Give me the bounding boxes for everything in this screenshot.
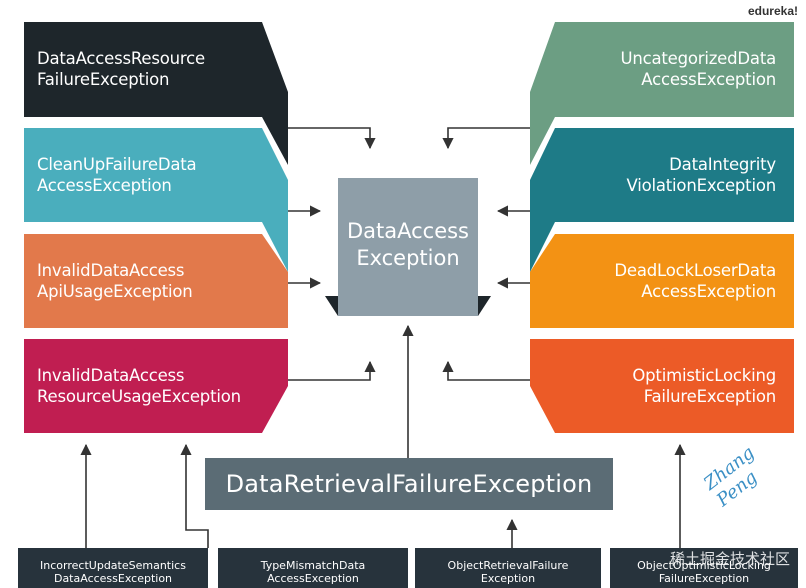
box-left-2 [24, 128, 288, 272]
box-left-4 [24, 339, 288, 433]
sub-box-1 [18, 548, 208, 588]
sub-label-2: TypeMismatchData AccessException [260, 559, 366, 585]
box-right-2 [530, 128, 794, 272]
label-right-2: DataIntegrity ViolationException [626, 155, 776, 195]
center-box-foot-right [478, 296, 491, 316]
label-right-1: UncategorizedData AccessException [620, 49, 776, 89]
watermark: 稀土掘金技术社区 [669, 550, 790, 568]
box-left-3 [24, 234, 288, 328]
label-left-1: DataAccessResource FailureException [37, 49, 205, 89]
sub-label-1: IncorrectUpdateSemantics DataAccessExcep… [40, 559, 186, 585]
label-right-4: OptimisticLocking FailureException [632, 366, 776, 406]
sub-box-4 [610, 548, 798, 588]
sub-label-3: ObjectRetrievalFailure Exception [447, 559, 569, 585]
label-left-2: CleanUpFailureData AccessException [37, 155, 197, 195]
retrieval-box [205, 458, 613, 510]
arrow-right-1 [442, 127, 530, 150]
label-right-3: DeadLockLoserData AccessException [614, 261, 776, 301]
brand-logo: edureka! [747, 4, 798, 18]
sub-box-3 [415, 548, 601, 588]
box-right-3 [530, 234, 794, 328]
box-right-1 [530, 22, 794, 165]
arrow-left-4 [288, 360, 376, 381]
box-right-4 [530, 339, 794, 433]
label-left-3: InvalidDataAccess ApiUsageException [37, 261, 193, 301]
retrieval-label: DataRetrievalFailureException [225, 470, 593, 498]
arrow-sub-2 [180, 443, 209, 548]
arrows [80, 127, 686, 548]
center-box [338, 178, 478, 316]
sub-label-4: ObjectOptimisticLocking FailureException [637, 559, 771, 585]
center-label: DataAccess Exception [346, 219, 470, 270]
box-left-1 [24, 22, 288, 165]
sub-box-2 [218, 548, 408, 588]
arrow-left-1 [288, 127, 376, 150]
arrow-right-4 [442, 360, 530, 381]
center-box-foot-left [325, 296, 338, 316]
label-left-4: InvalidDataAccess ResourceUsageException [37, 366, 241, 406]
